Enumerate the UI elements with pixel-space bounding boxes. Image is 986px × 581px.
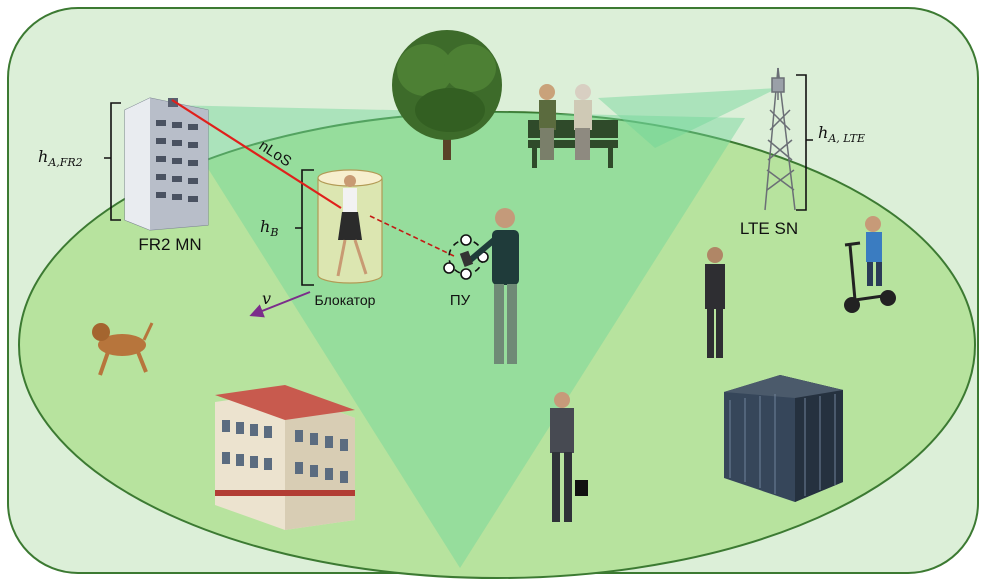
blocker-person: [336, 175, 368, 277]
dog: [92, 322, 154, 376]
skyscraper: [724, 375, 843, 502]
man-in-suit: [705, 247, 725, 358]
fr2-beam: [168, 105, 745, 568]
ue-label: ПУ: [450, 292, 471, 309]
fr2-mn-label: FR2 MN: [138, 235, 201, 254]
h-fr2-bracket: [104, 102, 121, 221]
h-b-label: hB: [260, 217, 278, 239]
h-fr2-label: hA,FR2: [38, 147, 83, 169]
h-lte-bracket: [796, 74, 813, 211]
lte-sn-label: LTE SN: [740, 219, 798, 238]
velocity-label: v: [262, 289, 271, 308]
h-b-bracket: [295, 169, 314, 286]
blocker-label: Блокатор: [315, 292, 376, 308]
bench-with-people: [528, 84, 618, 168]
fr2-mn-building: [124, 97, 209, 231]
low-rise-building: [215, 385, 355, 530]
ue-antenna-icon: [443, 234, 489, 280]
lte-tower: [764, 67, 796, 211]
tree: [392, 30, 502, 160]
businesswoman: [550, 392, 588, 522]
lte-beam: [598, 88, 778, 148]
ue-person: [459, 208, 519, 364]
velocity-arrow: [249, 291, 311, 318]
boy-on-scooter: [844, 216, 896, 313]
h-lte-label: hA, LTE: [818, 123, 865, 145]
nlos-ray-direct: [171, 99, 342, 209]
